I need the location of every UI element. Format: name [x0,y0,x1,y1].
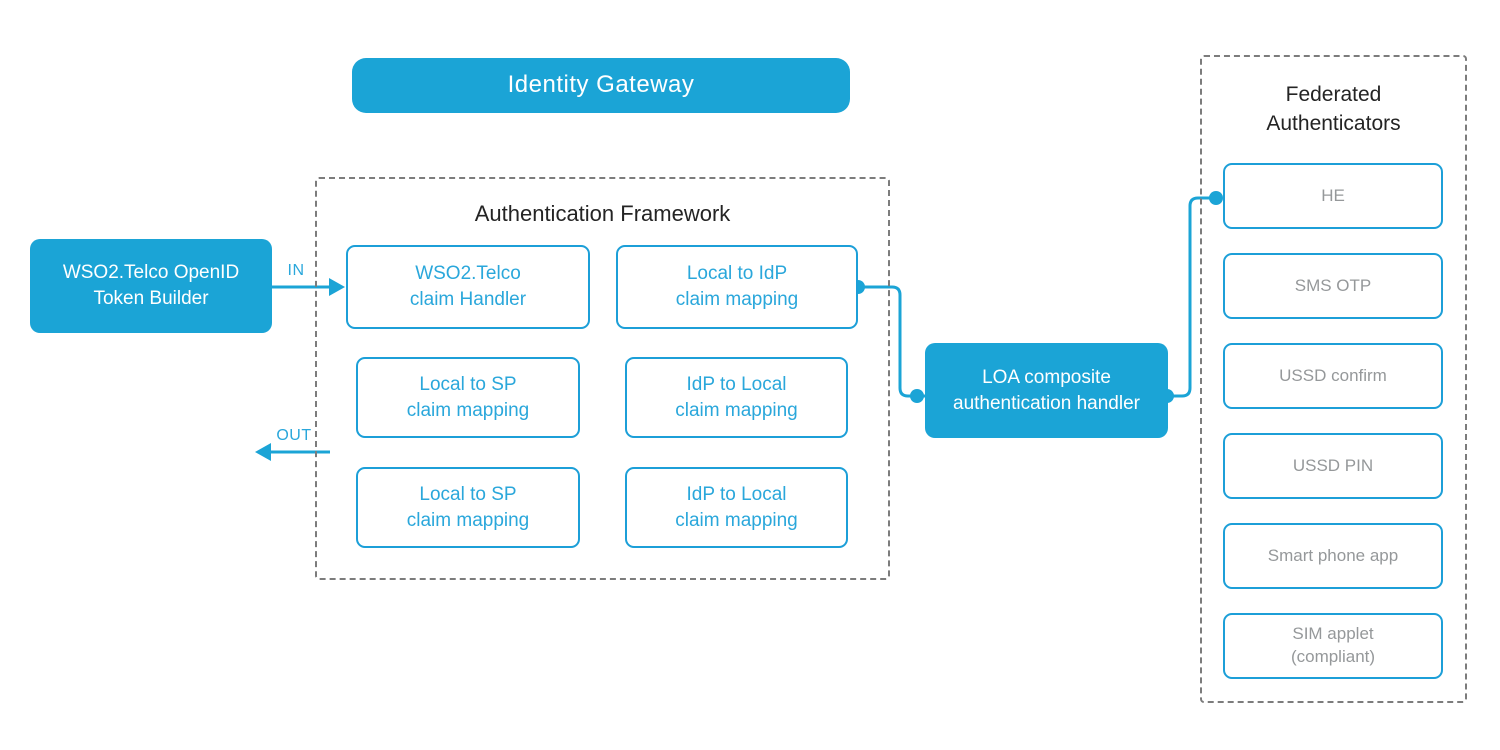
federated-box-sms-otp: SMS OTP [1223,253,1443,319]
authentication-framework-frame [315,177,890,580]
token-builder-box: WSO2.Telco OpenID Token Builder [30,239,272,333]
connector-dot [910,389,924,403]
framework-box-wso2-claim-handler: WSO2.Telco claim Handler [346,245,590,329]
federated-box-smart-phone-app: Smart phone app [1223,523,1443,589]
federated-authenticators-frame [1200,55,1467,703]
identity-gateway-header: Identity Gateway [352,58,850,113]
framework-box-idp-to-local-1: IdP to Local claim mapping [625,357,848,438]
federated-box-ussd-pin: USSD PIN [1223,433,1443,499]
framework-box-idp-to-local-2: IdP to Local claim mapping [625,467,848,548]
federated-box-ussd-confirm: USSD confirm [1223,343,1443,409]
framework-box-local-to-sp-1: Local to SP claim mapping [356,357,580,438]
federated-authenticators-title: Federated Authenticators [1266,83,1401,136]
loa-composite-handler-box: LOA composite authentication handler [925,343,1168,438]
federated-box-sim-applet: SIM applet (compliant) [1223,613,1443,679]
framework-box-local-to-sp-2: Local to SP claim mapping [356,467,580,548]
in-flow-label: IN [287,262,305,279]
framework-box-local-to-idp: Local to IdP claim mapping [616,245,858,329]
federated-box-he: HE [1223,163,1443,229]
out-arrowhead-icon [255,443,271,461]
authentication-framework-title: Authentication Framework [474,201,731,226]
out-flow-label: OUT [276,427,312,444]
